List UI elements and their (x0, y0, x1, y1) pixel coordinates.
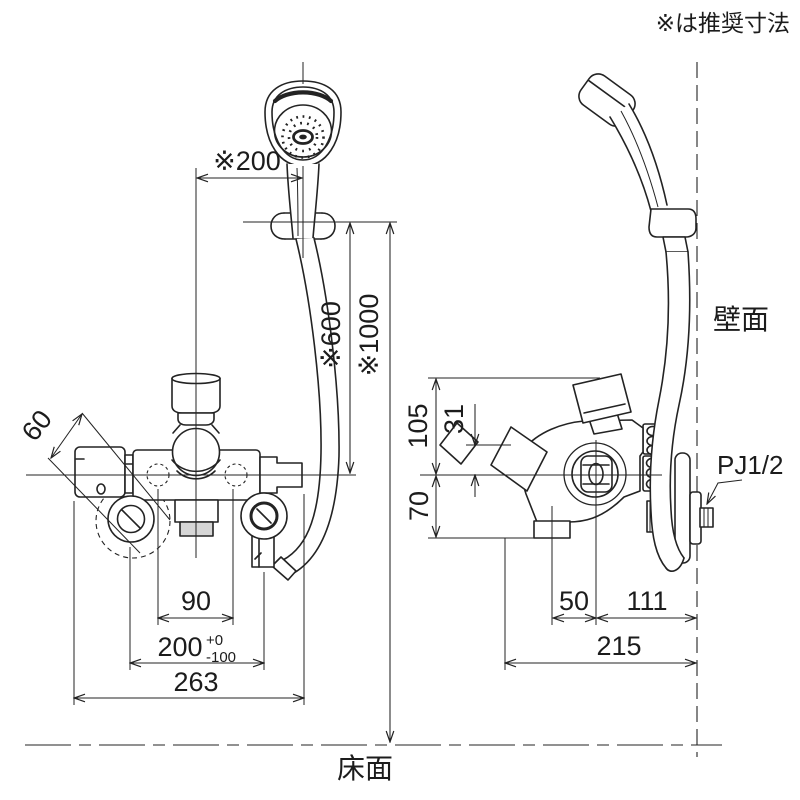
faucet-body-front (74, 372, 303, 568)
shower-head-front (264, 80, 342, 239)
dim-label-leg-pitch: 200 (157, 632, 202, 662)
pj-leader-line (707, 479, 743, 504)
faucet-body-side (439, 373, 644, 539)
dim-label-spout-to-valve: 50 (559, 586, 589, 616)
dim-label-overall-width: 263 (173, 667, 218, 697)
pj-nipple (699, 507, 714, 528)
wall-label: 壁面 (713, 304, 769, 335)
dim-label-center-to-spout: 70 (404, 491, 434, 521)
lever-handle-front (74, 446, 126, 498)
dim-label-leg-pitch-tol-lower: -100 (206, 649, 236, 666)
dim-label-holder-to-center: ※600 (316, 301, 346, 369)
right-leg (240, 492, 288, 568)
dim-label-overall-depth: 215 (596, 631, 641, 661)
dimension-annotations (51, 178, 743, 742)
shower-grip-side (609, 103, 668, 212)
pipe-thread-label: PJ1/2 (717, 450, 784, 480)
side-view-drawing (420, 73, 714, 572)
floor-label: 床面 (337, 753, 393, 784)
recommended-dimension-note: ※は推奨寸法 (656, 10, 790, 36)
dim-label-holder-offset: ※200 (213, 146, 281, 176)
front-center-lines (26, 62, 356, 558)
dim-label-body-top: 31 (439, 404, 469, 434)
dim-label-handle-swing: 60 (16, 404, 58, 446)
dim-label-holder-to-floor: ※1000 (354, 294, 384, 377)
shower-holder-side (648, 208, 697, 253)
dim-label-leg-pitch-tol-upper: +0 (206, 632, 223, 649)
dim-label-top-to-center: 105 (403, 403, 433, 448)
dim-line-60 (51, 414, 82, 458)
top-handle-side (572, 373, 632, 424)
dim-label-valve-to-wall: 111 (626, 586, 667, 616)
swing-construction-lines (47, 412, 171, 554)
front-view-drawing (26, 62, 356, 581)
left-leg (107, 495, 155, 543)
shower-hose-side (649, 251, 691, 572)
dim-label-inlet-pitch: 90 (181, 586, 211, 616)
shower-hose-front (271, 237, 340, 581)
